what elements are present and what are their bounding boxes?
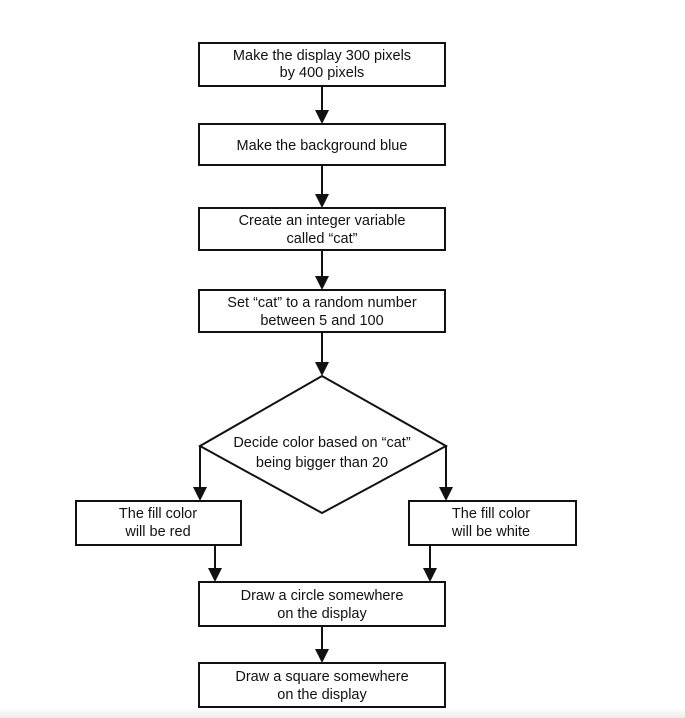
connectors (193, 86, 453, 663)
node-fill-white: The fill color will be white (408, 500, 577, 546)
node-set-size-line-2: by 400 pixels (280, 65, 365, 81)
arrowhead-square (315, 649, 329, 663)
node-fill-red-line-1: The fill color (119, 506, 197, 522)
node-draw-circle: Draw a circle somewhere on the display (198, 581, 446, 627)
arrowhead-red (193, 487, 207, 501)
node-draw-square-line-1: Draw a square somewhere (235, 669, 408, 685)
node-set-background-line-1: Make the background blue (237, 138, 408, 154)
node-set-random-line-2: between 5 and 100 (260, 313, 383, 329)
node-fill-red: The fill color will be red (75, 500, 242, 546)
node-fill-white-line-1: The fill color (452, 506, 530, 522)
node-create-variable: Create an integer variable called “cat” (198, 207, 446, 251)
node-set-random-line-1: Set “cat” to a random number (227, 295, 417, 311)
bottom-edge-shadow (0, 708, 685, 718)
node-fill-red-line-2: will be red (124, 524, 190, 540)
node-draw-circle-line-1: Draw a circle somewhere (241, 588, 404, 604)
node-decision-line-2: being bigger than 20 (256, 455, 388, 471)
arrowhead-circle-right (423, 568, 437, 582)
node-decision: Decide color based on “cat” being bigger… (197, 374, 449, 515)
arrowhead-decision (315, 362, 329, 376)
node-decision-line-1: Decide color based on “cat” (233, 435, 410, 451)
arrowhead-background (315, 110, 329, 124)
arrowhead-white (439, 487, 453, 501)
node-create-variable-line-1: Create an integer variable (239, 213, 406, 229)
node-fill-white-line-2: will be white (451, 524, 530, 540)
arrowhead-circle-left (208, 568, 222, 582)
node-draw-square-line-2: on the display (277, 687, 367, 703)
node-set-size-line-1: Make the display 300 pixels (233, 48, 411, 64)
node-set-random: Set “cat” to a random number between 5 a… (198, 289, 446, 333)
node-set-size: Make the display 300 pixels by 400 pixel… (198, 42, 446, 87)
arrowhead-variable (315, 194, 329, 208)
node-set-background: Make the background blue (198, 123, 446, 166)
arrowhead-random (315, 276, 329, 290)
node-draw-circle-line-2: on the display (277, 606, 367, 622)
node-create-variable-line-2: called “cat” (287, 231, 358, 247)
node-draw-square: Draw a square somewhere on the display (198, 662, 446, 708)
